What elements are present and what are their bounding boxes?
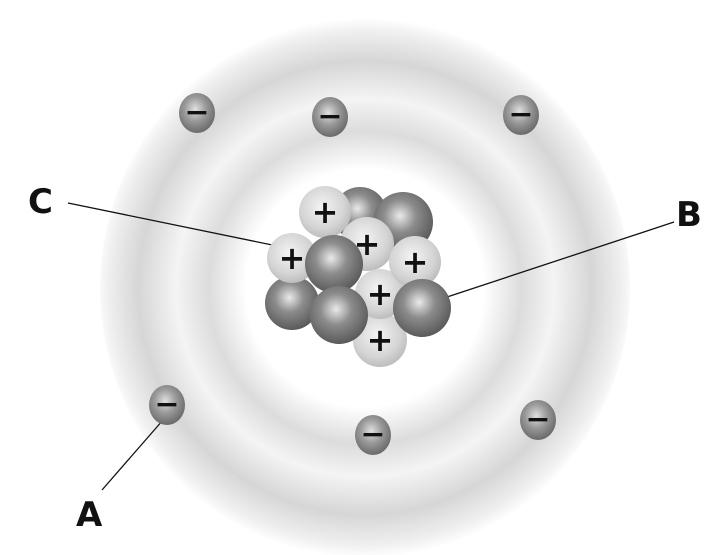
neutron bbox=[393, 279, 451, 337]
label-b: B bbox=[676, 195, 702, 235]
leader-lines bbox=[67, 202, 675, 491]
electron: − bbox=[312, 97, 348, 137]
proton-sphere bbox=[353, 313, 407, 367]
proton-sphere bbox=[389, 236, 441, 288]
electron-sphere bbox=[149, 385, 185, 425]
electron-sphere bbox=[179, 93, 215, 133]
label-c: C bbox=[28, 182, 53, 222]
neutron bbox=[265, 276, 319, 330]
electrons: − − − − − − bbox=[149, 93, 556, 455]
plus-sign: + bbox=[279, 239, 306, 277]
minus-sign: − bbox=[360, 417, 385, 452]
electron: − bbox=[179, 93, 215, 133]
plus-sign: + bbox=[312, 193, 339, 231]
neutron-sphere bbox=[265, 276, 319, 330]
electron-sphere bbox=[355, 415, 391, 455]
neutron bbox=[310, 286, 368, 344]
electron: − bbox=[355, 415, 391, 455]
electron: − bbox=[503, 95, 539, 135]
electron: − bbox=[149, 385, 185, 425]
electron-sphere bbox=[520, 400, 556, 440]
proton: + bbox=[355, 269, 405, 319]
plus-sign: + bbox=[367, 275, 394, 313]
plus-sign: + bbox=[367, 321, 394, 359]
minus-sign: − bbox=[184, 95, 209, 130]
minus-sign: − bbox=[525, 402, 550, 437]
minus-sign: − bbox=[508, 97, 533, 132]
leader-line-c bbox=[67, 202, 283, 248]
label-a: A bbox=[76, 495, 103, 535]
electron-sphere bbox=[312, 97, 348, 137]
minus-sign: − bbox=[154, 387, 179, 422]
electron-sphere bbox=[503, 95, 539, 135]
neutron-sphere bbox=[305, 235, 363, 293]
neutron-sphere bbox=[393, 279, 451, 337]
proton-sphere bbox=[299, 186, 351, 238]
electron: − bbox=[520, 400, 556, 440]
leader-line-b bbox=[443, 221, 675, 299]
neutron-sphere bbox=[310, 286, 368, 344]
proton: + bbox=[267, 233, 317, 283]
proton: + bbox=[389, 236, 441, 288]
plus-sign: + bbox=[402, 243, 429, 281]
proton: + bbox=[353, 313, 407, 367]
leader-line-a bbox=[101, 419, 164, 491]
neutron bbox=[305, 235, 363, 293]
minus-sign: − bbox=[317, 99, 342, 134]
proton-sphere bbox=[355, 269, 405, 319]
nucleus: ++++++ bbox=[265, 186, 451, 367]
proton-sphere bbox=[267, 233, 317, 283]
proton: + bbox=[299, 186, 351, 238]
